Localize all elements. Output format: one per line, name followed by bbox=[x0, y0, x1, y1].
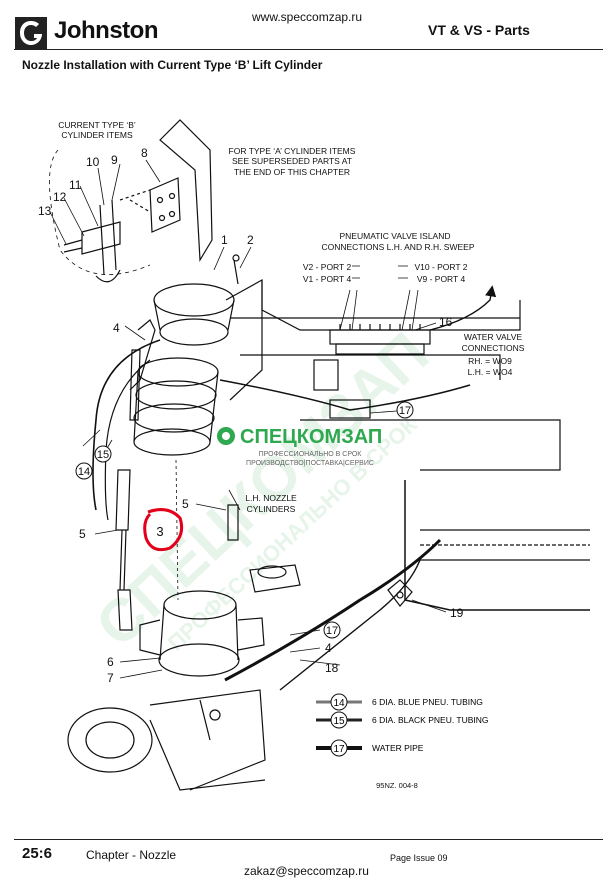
callout-1: 1 bbox=[221, 233, 228, 247]
svg-text:PNEUMATIC VALVE ISLAND: PNEUMATIC VALVE ISLAND bbox=[340, 231, 451, 241]
svg-text:RH. = WO9: RH. = WO9 bbox=[468, 356, 512, 366]
callout-12: 12 bbox=[53, 190, 67, 204]
circled-callouts: 14 15 17 17 bbox=[75, 401, 414, 639]
legend-text-17: WATER PIPE bbox=[372, 743, 424, 753]
callout-17: 17 bbox=[399, 405, 411, 417]
callout-4b: 4 bbox=[325, 641, 332, 655]
callout-10: 10 bbox=[86, 155, 100, 169]
legend-num-17: 17 bbox=[333, 744, 345, 755]
svg-text:95NZ. 004-8: 95NZ. 004-8 bbox=[376, 781, 418, 790]
callout-8: 8 bbox=[141, 146, 148, 160]
svg-text:ПРОИЗВОДСТВО|ПОСТАВКА|СЕРВИС: ПРОИЗВОДСТВО|ПОСТАВКА|СЕРВИС bbox=[246, 460, 374, 467]
svg-text:L.H. = WO4: L.H. = WO4 bbox=[468, 367, 513, 377]
callout-18: 18 bbox=[325, 661, 339, 675]
callout-3: 3 bbox=[156, 524, 163, 539]
diagram-labels: CURRENT TYPE ‘B’ CYLINDER ITEMS FOR TYPE… bbox=[58, 120, 525, 790]
callout-7: 7 bbox=[107, 671, 114, 685]
watermark-logo: СПЕЦКОМЗАП ПРОФЕССИОНАЛЬНО В СРОК ПРОИЗВ… bbox=[217, 426, 382, 467]
callout-11: 11 bbox=[69, 178, 82, 192]
svg-text:CONNECTIONS: CONNECTIONS bbox=[462, 343, 525, 353]
callout-9: 9 bbox=[111, 153, 118, 167]
svg-text:THE END OF THIS CHAPTER: THE END OF THIS CHAPTER bbox=[234, 167, 350, 177]
site-url[interactable]: www.speccomzap.ru bbox=[252, 10, 363, 24]
callout-5b: 5 bbox=[182, 497, 189, 511]
callout-19: 19 bbox=[450, 606, 464, 620]
svg-text:СПЕЦКОМЗАП: СПЕЦКОМЗАП bbox=[240, 426, 382, 448]
callout-2: 2 bbox=[247, 233, 254, 247]
document-series: VT & VS - Parts bbox=[428, 22, 530, 38]
svg-text:ПРОФЕССИОНАЛЬНО В СРОК: ПРОФЕССИОНАЛЬНО В СРОК bbox=[259, 451, 363, 458]
svg-text:CONNECTIONS L.H. AND R.H. SWEE: CONNECTIONS L.H. AND R.H. SWEEP bbox=[321, 242, 474, 252]
svg-text:WATER VALVE: WATER VALVE bbox=[464, 332, 523, 342]
svg-text:CURRENT TYPE ‘B’: CURRENT TYPE ‘B’ bbox=[58, 120, 136, 130]
svg-text:V1 - PORT 4: V1 - PORT 4 bbox=[303, 274, 352, 284]
callout-17b: 17 bbox=[326, 625, 338, 637]
callout-4: 4 bbox=[113, 321, 120, 335]
highlight-callout-3: 3 bbox=[143, 508, 184, 552]
svg-text:FOR TYPE ‘A’ CYLINDER ITEMS: FOR TYPE ‘A’ CYLINDER ITEMS bbox=[229, 146, 356, 156]
callout-numbers: 1 2 4 4 5 5 6 7 8 9 10 11 12 13 16 18 19 bbox=[38, 146, 464, 685]
callout-14: 14 bbox=[78, 466, 90, 478]
page-number: 25:6 bbox=[22, 845, 53, 862]
svg-text:L.H. NOZZLE: L.H. NOZZLE bbox=[245, 493, 297, 503]
svg-text:V2 - PORT 2: V2 - PORT 2 bbox=[303, 262, 352, 272]
legend-num-15: 15 bbox=[333, 716, 345, 727]
callout-15: 15 bbox=[97, 449, 109, 461]
legend: 14 6 DIA. BLUE PNEU. TUBING 15 6 DIA. BL… bbox=[316, 693, 489, 757]
legend-text-15: 6 DIA. BLACK PNEU. TUBING bbox=[372, 715, 489, 725]
page-title: Nozzle Installation with Current Type ‘B… bbox=[22, 58, 323, 72]
footer-divider bbox=[14, 839, 603, 840]
legend-text-14: 6 DIA. BLUE PNEU. TUBING bbox=[372, 697, 483, 707]
brand-name: Johnston bbox=[54, 17, 159, 44]
callout-16: 16 bbox=[439, 315, 453, 329]
svg-text:V9 - PORT 4: V9 - PORT 4 bbox=[417, 274, 466, 284]
page-issue: Page Issue 09 bbox=[390, 853, 448, 863]
contact-email[interactable]: zakaz@speccomzap.ru bbox=[244, 864, 369, 878]
johnston-logo-icon bbox=[14, 16, 48, 50]
callout-13: 13 bbox=[38, 204, 52, 218]
svg-text:V10 - PORT 2: V10 - PORT 2 bbox=[414, 262, 467, 272]
callout-5: 5 bbox=[79, 527, 86, 541]
legend-num-14: 14 bbox=[333, 698, 345, 709]
svg-text:CYLINDERS: CYLINDERS bbox=[247, 504, 296, 514]
callout-6: 6 bbox=[107, 655, 114, 669]
svg-text:CYLINDER ITEMS: CYLINDER ITEMS bbox=[61, 130, 133, 140]
chapter-label: Chapter - Nozzle bbox=[86, 848, 177, 862]
svg-text:SEE SUPERSEDED PARTS AT: SEE SUPERSEDED PARTS AT bbox=[232, 156, 352, 166]
header-divider bbox=[14, 49, 603, 50]
